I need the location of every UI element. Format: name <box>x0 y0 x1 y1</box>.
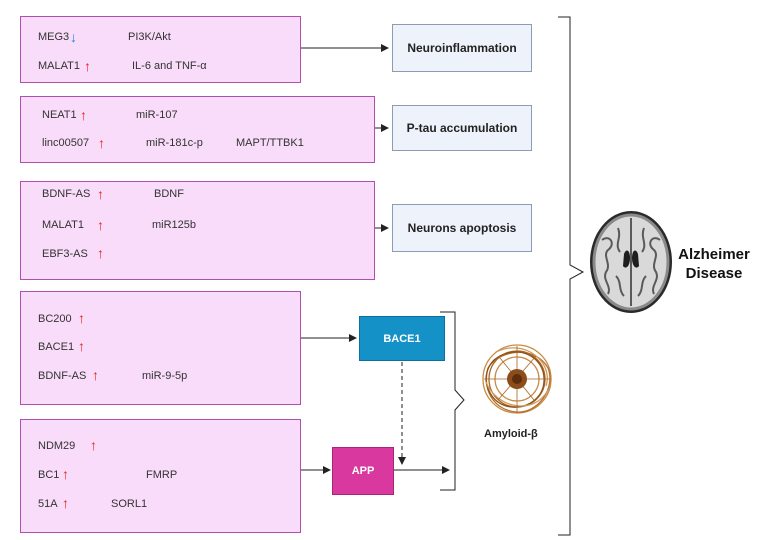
up-arrow-icon: ↑ <box>62 466 69 482</box>
target-label: PI3K/Akt <box>128 31 171 43</box>
target-label: FMRP <box>146 469 178 481</box>
target-label: miR-9-5p <box>142 370 188 382</box>
disease-label-line1: Alzheimer <box>678 246 750 263</box>
up-arrow-icon: ↑ <box>97 245 104 261</box>
target-label: BDNF <box>154 188 184 200</box>
gene-label: BACE1 <box>38 341 75 353</box>
up-arrow-icon: ↑ <box>97 217 104 233</box>
gene-label: BDNF-AS <box>38 370 87 382</box>
gene-label: NDM29 <box>38 440 76 452</box>
panel-app-lncrnas <box>20 419 301 533</box>
bace1-node: BACE1 <box>359 316 445 361</box>
gene-label: BC1 <box>38 469 60 481</box>
target-label: MAPT/TTBK1 <box>236 137 304 149</box>
gene-label: 51A <box>38 498 58 510</box>
gene-label: linc00507 <box>42 137 90 149</box>
gene-label: NEAT1 <box>42 109 77 121</box>
up-arrow-icon: ↑ <box>84 58 91 74</box>
app-node: APP <box>332 447 394 495</box>
up-arrow-icon: ↑ <box>78 338 85 354</box>
up-arrow-icon: ↑ <box>80 107 87 123</box>
target-label: miR125b <box>152 219 197 231</box>
brain-mri-icon <box>590 211 672 313</box>
up-arrow-icon: ↑ <box>97 186 104 202</box>
gene-label: EBF3-AS <box>42 248 88 260</box>
target-label: SORL1 <box>111 498 148 510</box>
up-arrow-icon: ↑ <box>98 135 105 151</box>
ptau-accumulation-box: P-tau accumulation <box>392 105 532 151</box>
amyloid-beta-label: Amyloid-β <box>484 428 538 440</box>
panel-bace1-lncrnas <box>20 291 301 405</box>
amyloid-plaque-icon <box>482 344 552 414</box>
neurons-apoptosis-box: Neurons apoptosis <box>392 204 532 252</box>
panel-apoptosis-lncrnas <box>20 181 375 280</box>
up-arrow-icon: ↑ <box>78 310 85 326</box>
disease-label-line2: Disease <box>685 265 743 282</box>
target-label: miR-107 <box>136 109 178 121</box>
down-arrow-icon: ↓ <box>70 29 77 45</box>
gene-label: MEG3 <box>38 31 70 43</box>
up-arrow-icon: ↑ <box>90 437 97 453</box>
alzheimer-disease-label: Alzheimer Disease <box>668 245 760 283</box>
gene-label: MALAT1 <box>38 60 80 72</box>
panel-ptau-lncrnas <box>20 96 375 163</box>
gene-label: BC200 <box>38 313 72 325</box>
target-label: miR-181c-p <box>146 137 203 149</box>
gene-label: MALAT1 <box>42 219 84 231</box>
target-label: IL-6 and TNF-α <box>132 60 207 72</box>
panel-neuroinflammation-lncrnas <box>20 16 301 83</box>
neuroinflammation-box: Neuroinflammation <box>392 24 532 72</box>
up-arrow-icon: ↑ <box>62 495 69 511</box>
gene-label: BDNF-AS <box>42 188 91 200</box>
up-arrow-icon: ↑ <box>92 367 99 383</box>
